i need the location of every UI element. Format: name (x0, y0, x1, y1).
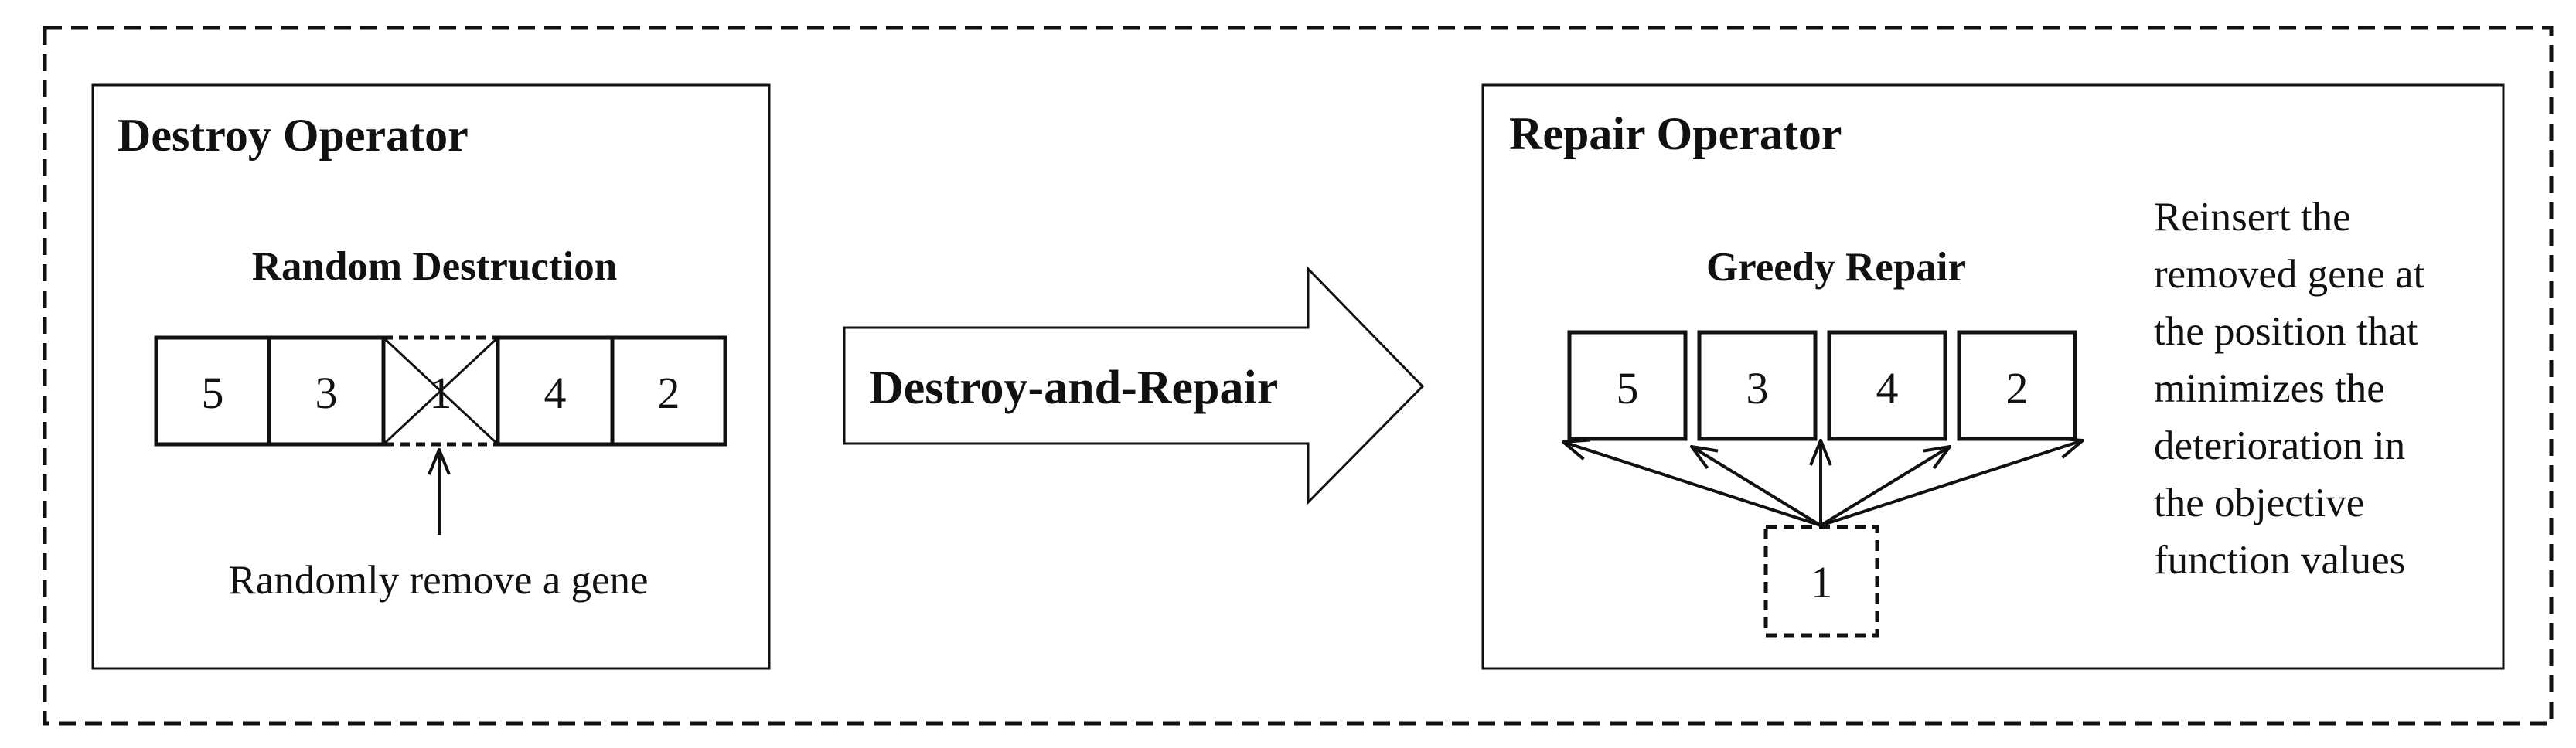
repair-operator-panel: Repair Operator Greedy Repair 5 3 4 2 (1481, 83, 2505, 670)
destroy-gene-cell: 5 (154, 335, 271, 447)
gene-value: 5 (202, 368, 224, 418)
destroy-gene-cell: 3 (267, 335, 386, 447)
description-line: removed gene at (2154, 252, 2424, 297)
repair-gene-cell: 2 (1957, 330, 2077, 441)
description-line: function values (2154, 538, 2405, 583)
repair-panel-border (1481, 83, 2505, 670)
insertion-arrow (1820, 440, 2083, 527)
outer-dashed-frame (43, 26, 2554, 726)
repair-gene-cell: 5 (1567, 330, 1688, 441)
removed-gene-value: 1 (1811, 557, 1833, 607)
gene-value: 2 (658, 368, 680, 418)
repair-gene-row: 5 3 4 2 (1567, 330, 2077, 441)
gene-value: 3 (1746, 363, 1769, 413)
insertion-arrow (1563, 442, 1821, 527)
removed-gene-value: 1 (430, 368, 452, 418)
repair-description: Reinsert the removed gene at the positio… (2154, 195, 2424, 583)
description-line: minimizes the (2154, 366, 2385, 411)
removed-gene-cell: 1 (381, 335, 500, 447)
insertion-position-arrows (1563, 440, 2083, 527)
destroy-gene-row: 5 3 1 4 2 (154, 335, 727, 447)
destroy-and-repair-arrow: Destroy-and-Repair (843, 266, 1425, 505)
repair-operator-title: Repair Operator (1509, 108, 1842, 159)
description-line: Reinsert the (2154, 195, 2351, 240)
destroy-operator-panel: Destroy Operator Random Destruction 5 3 … (91, 83, 771, 670)
gene-value: 4 (1876, 363, 1899, 413)
destroy-gene-cell: 2 (610, 335, 727, 447)
greedy-repair-label: Greedy Repair (1706, 245, 1966, 290)
description-line: the position that (2154, 309, 2418, 354)
gene-value: 4 (544, 368, 567, 418)
random-removal-caption: Randomly remove a gene (228, 558, 648, 603)
gene-value: 5 (1617, 363, 1639, 413)
description-line: the objective (2154, 481, 2364, 525)
repair-gene-cell: 3 (1697, 330, 1818, 441)
destroy-operator-title: Destroy Operator (118, 110, 469, 161)
destroy-panel-border (91, 83, 771, 670)
description-line: deterioration in (2154, 423, 2405, 468)
block-arrow-shape (843, 266, 1425, 505)
insertion-arrow (1819, 447, 1950, 527)
insertion-arrow (1692, 447, 1822, 527)
removal-cross-line (382, 336, 499, 446)
destroy-gene-cell: 4 (496, 335, 615, 447)
gene-value: 2 (2006, 363, 2029, 413)
random-destruction-label: Random Destruction (252, 244, 618, 289)
gene-value: 3 (315, 368, 338, 418)
repair-gene-cell: 4 (1827, 330, 1947, 441)
destroy-and-repair-label: Destroy-and-Repair (869, 362, 1278, 414)
removed-gene-box: 1 (1763, 525, 1879, 638)
